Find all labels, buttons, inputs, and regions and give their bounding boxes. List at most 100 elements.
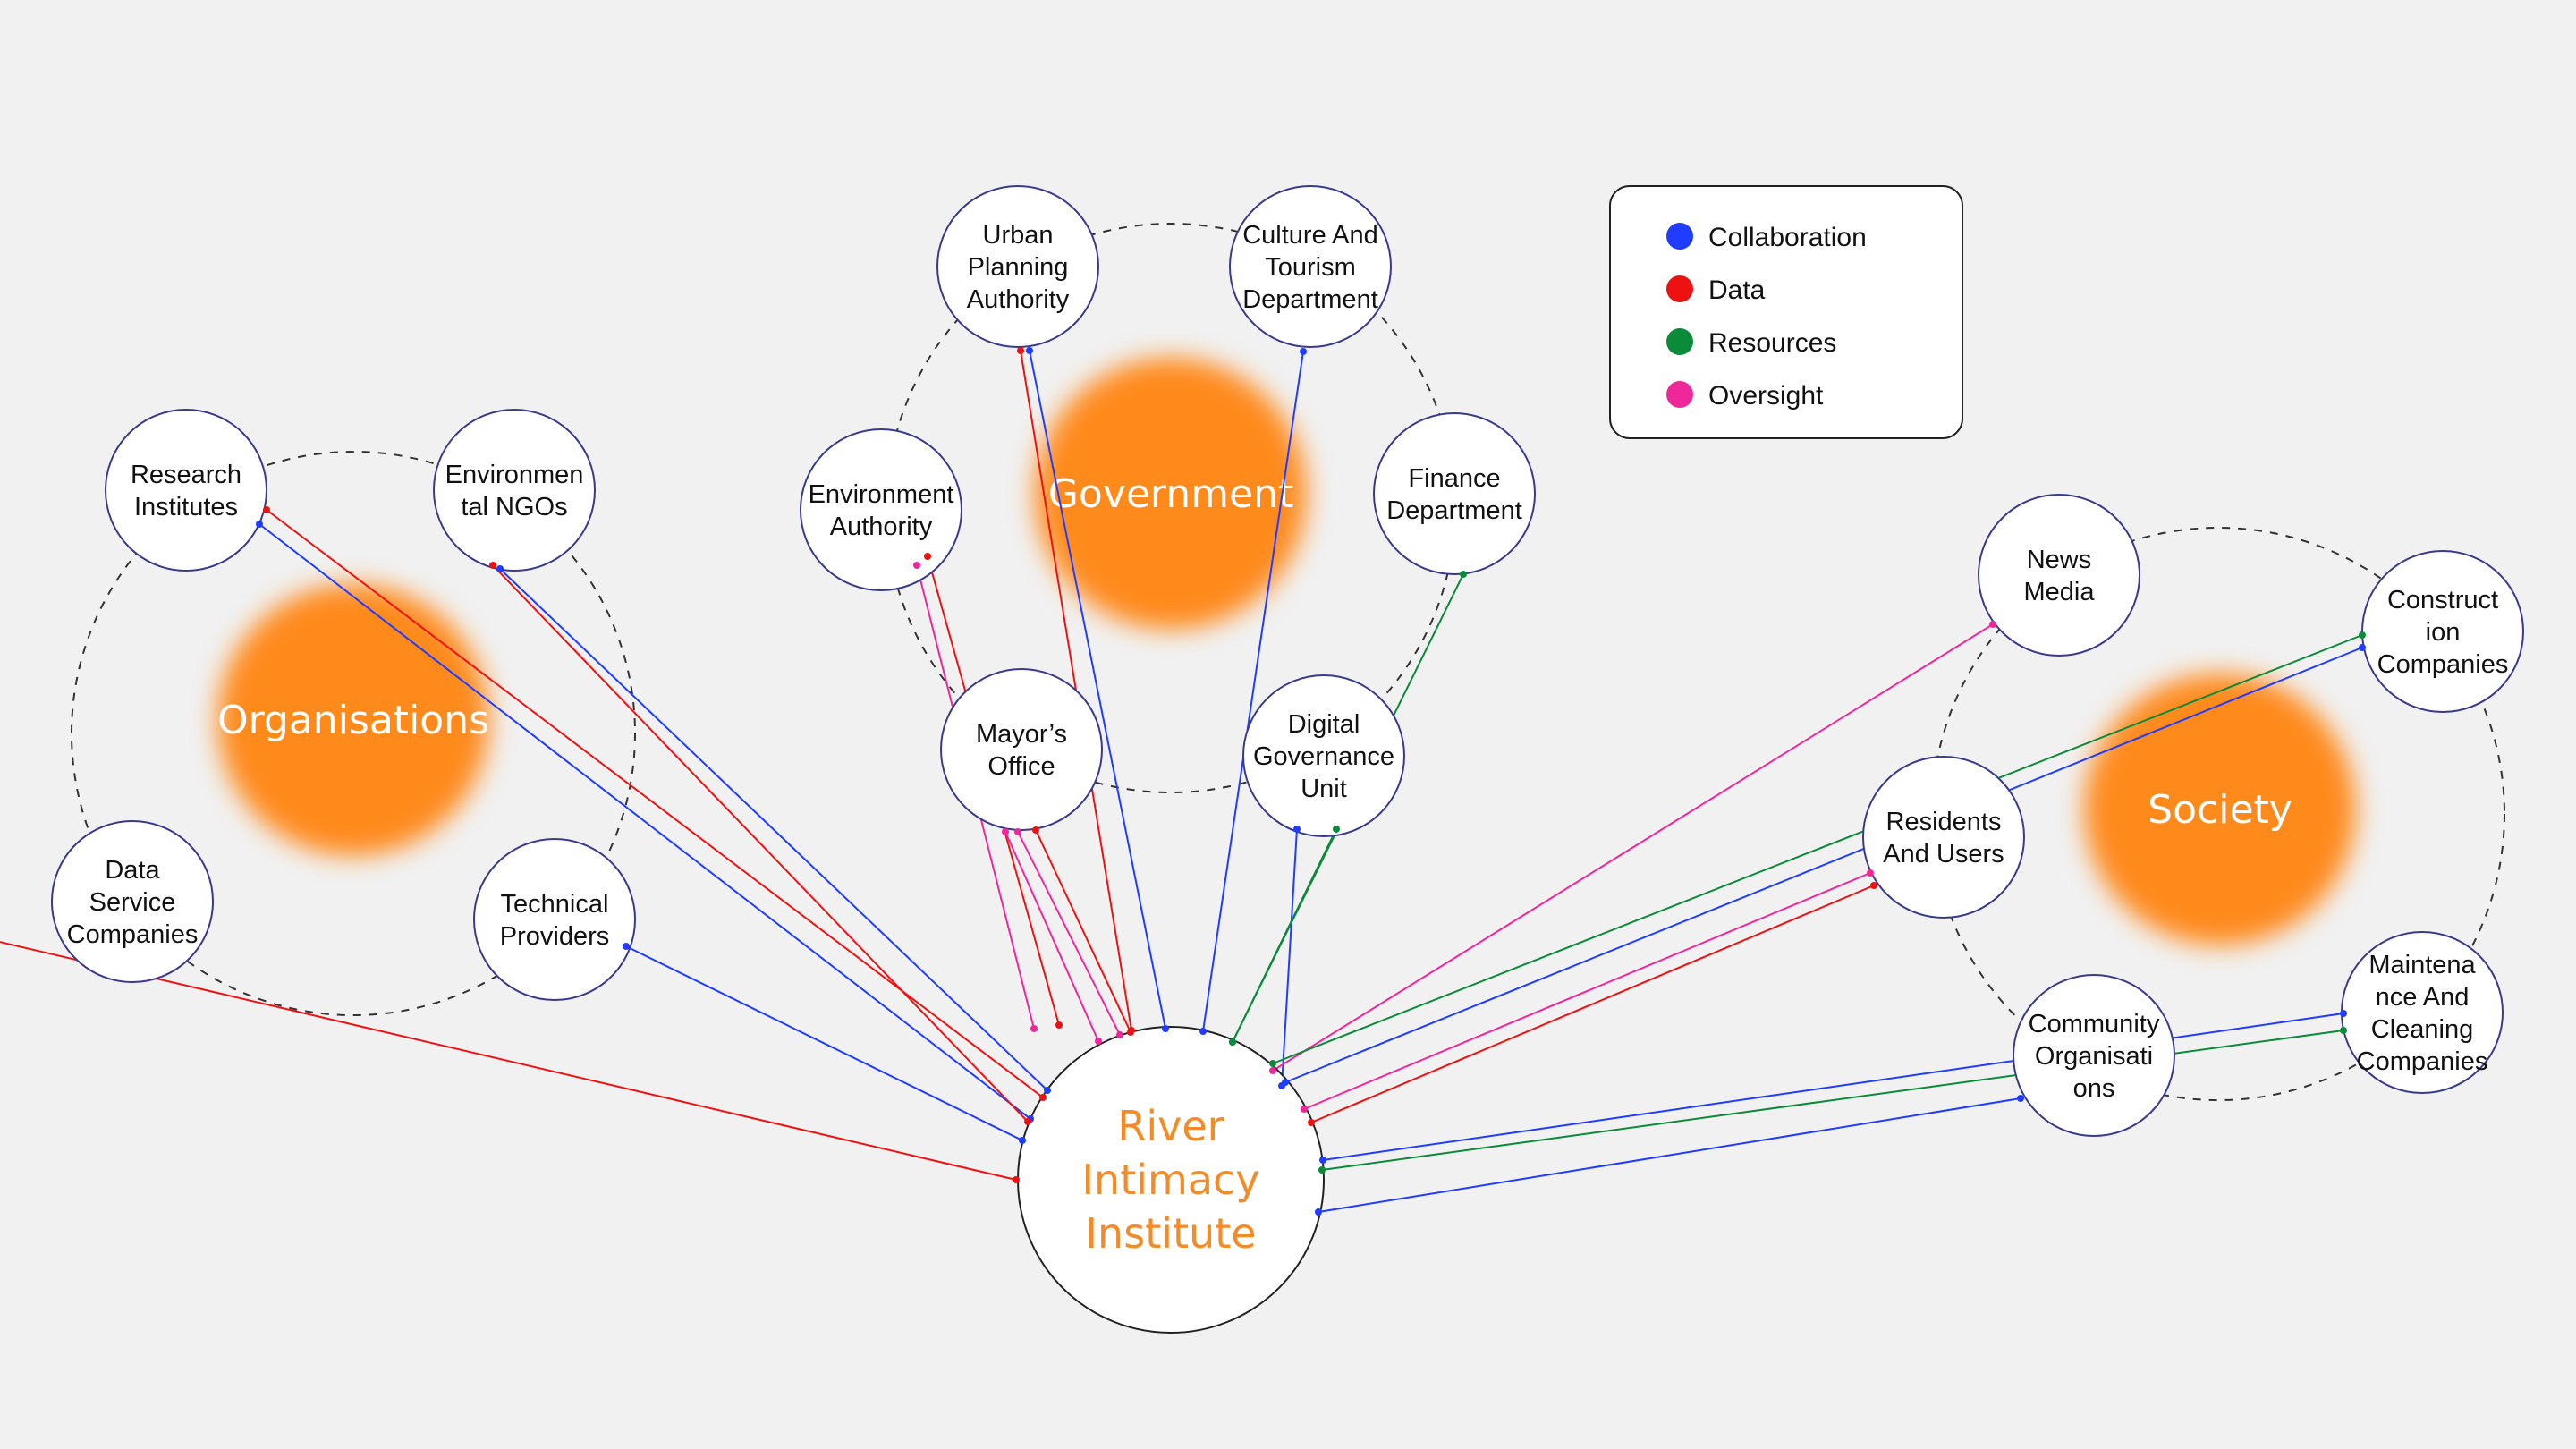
link-endpoint-dot <box>1032 826 1039 834</box>
link-digital_governance_unit-collaboration <box>1281 828 1298 1087</box>
legend-dot-collaboration <box>1666 223 1693 250</box>
node-label: ion <box>2426 618 2461 647</box>
legend-box <box>1609 185 1963 439</box>
node-label: Culture And <box>1242 221 1378 250</box>
node-label: Media <box>2024 578 2096 606</box>
link-endpoint-dot <box>2359 644 2366 651</box>
node-label: Department <box>1242 285 1378 314</box>
link-endpoint-dot <box>1269 1067 1276 1074</box>
link-endpoint-dot <box>1460 571 1467 578</box>
link-urban_planning_authority-collaboration <box>1029 350 1166 1030</box>
node-label: nce And <box>2376 983 2470 1012</box>
main-node-label: River <box>1117 1102 1224 1150</box>
node-label: News <box>2027 546 2092 574</box>
society-hub <box>2084 674 2356 945</box>
node-label: And Users <box>1883 840 2004 869</box>
node-label: ons <box>2073 1074 2115 1103</box>
node-circle <box>1242 674 1405 837</box>
node-label: Providers <box>500 922 610 951</box>
main-node-label: Institute <box>1085 1209 1256 1258</box>
link-endpoint-dot <box>1300 348 1307 355</box>
link-endpoint-dot <box>1095 1038 1102 1045</box>
node-label: tal NGOs <box>461 493 567 521</box>
link-endpoint-dot <box>1162 1025 1169 1032</box>
legend-label-collaboration: Collaboration <box>1708 223 1867 252</box>
link-endpoint-dot <box>1017 347 1024 354</box>
link-endpoint-dot <box>256 521 263 528</box>
node-environmental-ngos[interactable]: Environmen tal NGOs <box>433 409 596 572</box>
link-endpoint-dot <box>1229 1038 1236 1046</box>
link-endpoint-dot <box>263 506 270 513</box>
link-endpoint-dot <box>1024 1118 1031 1125</box>
link-endpoint-dot <box>1044 1087 1051 1094</box>
node-circle <box>105 409 267 572</box>
link-endpoint-dot <box>1002 828 1009 835</box>
link-endpoint-dot <box>1116 1031 1123 1038</box>
link-environmental_ngos-collaboration <box>499 568 1048 1091</box>
society-hub-label: Society <box>2148 787 2292 833</box>
link-residents_users-oversight <box>1303 872 1871 1110</box>
link-culture_tourism-collaboration <box>1202 351 1304 1032</box>
link-endpoint-dot <box>623 943 630 950</box>
node-circle <box>1978 494 2140 657</box>
link-environmental_ngos-data <box>492 564 1029 1123</box>
legend-dot-resources <box>1666 328 1693 355</box>
link-maintenance_cleaning-collaboration <box>1322 1013 2344 1161</box>
node-circle <box>936 185 1099 348</box>
node-label: Technical <box>501 890 609 919</box>
node-circle <box>940 668 1103 831</box>
node-label: Companies <box>2357 1047 2488 1076</box>
link-endpoint-dot <box>1315 1208 1322 1216</box>
organisations-ring <box>71 451 636 1016</box>
link-mayors_office-oversight <box>1004 831 1099 1042</box>
node-label: Maintena <box>2368 951 2476 979</box>
node-circle <box>1862 756 2025 919</box>
link-endpoint-dot <box>1870 882 1877 889</box>
link-endpoint-dot <box>1333 826 1340 833</box>
node-label: Service <box>89 888 176 917</box>
node-label: Cleaning <box>2371 1015 2473 1044</box>
link-endpoint-dot <box>1293 826 1301 833</box>
link-endpoint-dot <box>1319 1157 1326 1164</box>
link-endpoint-dot <box>1308 1119 1315 1126</box>
link-endpoint-dot <box>2359 631 2366 639</box>
node-label: Residents <box>1886 808 2002 836</box>
link-endpoint-dot <box>1039 1094 1046 1101</box>
node-circle <box>433 409 596 572</box>
link-endpoint-dot <box>913 562 920 569</box>
government-hub-label: Government <box>1048 471 1293 517</box>
node-circle <box>2012 974 2175 1137</box>
node-label: Companies <box>2377 650 2509 679</box>
node-label: Environmen <box>445 461 584 489</box>
node-label: Institutes <box>134 493 238 521</box>
link-endpoint-dot <box>496 565 504 572</box>
link-endpoint-dot <box>1013 1176 1020 1183</box>
link-endpoint-dot <box>2017 1095 2024 1102</box>
link-endpoint-dot <box>2340 1010 2347 1017</box>
link-endpoint-dot <box>1199 1028 1207 1035</box>
society-ring <box>1931 527 2505 1101</box>
node-label: Authority <box>830 513 933 541</box>
link-residents_users-data <box>1310 885 1875 1123</box>
link-endpoint-dot <box>1030 1025 1038 1032</box>
organisations-hub-label: Organisations <box>217 698 489 743</box>
link-endpoint-dot <box>1867 869 1874 877</box>
link-endpoint-dot <box>1014 828 1021 835</box>
